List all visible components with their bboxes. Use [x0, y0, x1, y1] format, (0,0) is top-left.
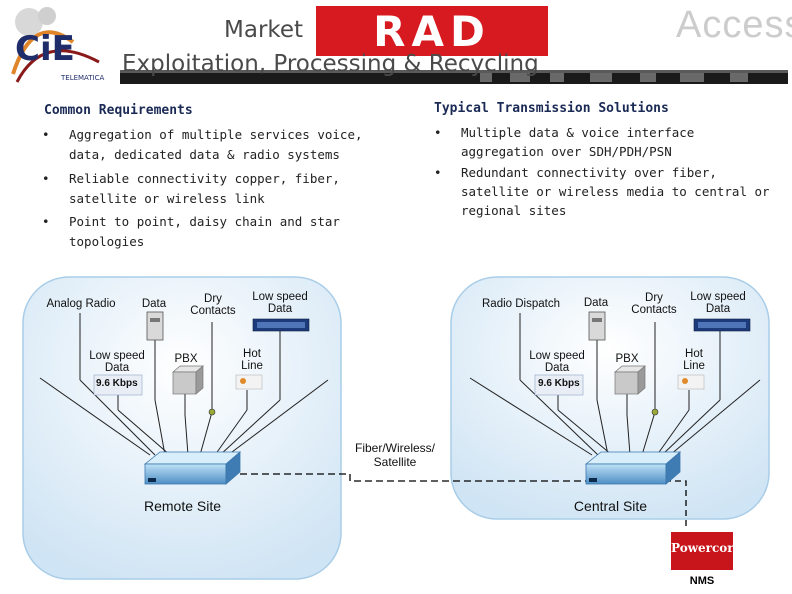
- central-low-speed-data-card-icon: [534, 374, 584, 396]
- cie-telematica-logo: CiE TELEMATICA: [3, 2, 111, 88]
- remote-pbx-icon: [172, 365, 204, 395]
- central-site-label: Central Site: [573, 498, 648, 514]
- central-pbx-label: PBX: [615, 353, 639, 365]
- access-watermark: Access: [676, 4, 792, 46]
- typical-solutions-title: Typical Transmission Solutions: [434, 101, 669, 116]
- remote-dry-contacts-label: Dry Contacts: [182, 293, 244, 317]
- central-low-speed-data-top-label: Low speed Data: [682, 291, 754, 315]
- left-bullet-1-line1: Aggregation of multiple services voice,: [69, 127, 363, 142]
- common-requirements-title: Common Requirements: [44, 103, 193, 118]
- remote-hot-line-line1: Hot: [243, 348, 261, 360]
- rad-logo: RAD: [220, 2, 550, 60]
- left-bullet-1: • Aggregation of multiple services voice…: [42, 125, 372, 165]
- remote-low-speed-data-card-icon: [93, 374, 143, 396]
- remote-dry-contact-node: [208, 408, 216, 416]
- left-bullet-2-line1: Reliable connectivity copper, fiber,: [69, 171, 340, 186]
- header-decorative-bar: [120, 70, 788, 84]
- remote-hot-line-line2: Line: [241, 360, 263, 372]
- left-bullet-2: • Reliable connectivity copper, fiber, s…: [42, 169, 372, 209]
- powercor-logo: [671, 532, 733, 570]
- central-data-terminal-icon: [588, 311, 606, 341]
- central-rate-label: 9.6 Kbps: [538, 378, 580, 389]
- left-bullet-3-line2: topologies: [69, 234, 145, 249]
- remote-pbx-label: PBX: [174, 353, 198, 365]
- remote-site-connections: [39, 313, 329, 456]
- link-medium-label: Fiber/Wireless/ Satellite: [340, 441, 450, 469]
- remote-low-speed-data-top-label: Low speed Data: [244, 291, 316, 315]
- nms-label: NMS: [689, 575, 715, 587]
- remote-site-area: [22, 276, 342, 580]
- svg-text:CiE: CiE: [15, 29, 75, 69]
- remote-low-speed-top-line1: Low speed: [252, 291, 308, 303]
- remote-low-speed-top-line2: Data: [267, 303, 293, 315]
- central-hot-line-line2: Line: [683, 360, 705, 372]
- right-bullet-1-line1: Multiple data & voice interface: [461, 125, 695, 140]
- page-title: Market Exploitation, Processing & Recycl…: [122, 16, 642, 78]
- remote-data-label: Data: [141, 298, 167, 310]
- central-dry-contacts-line2: Contacts: [631, 304, 677, 316]
- remote-data-terminal-icon: [146, 311, 164, 341]
- right-bullet-2-line2: satellite or wireless media to central o…: [461, 184, 770, 199]
- rad-logo-text: RAD: [373, 7, 491, 56]
- link-medium-line2: Satellite: [373, 455, 417, 469]
- remote-analog-radio-label: Analog Radio: [46, 298, 116, 310]
- remote-low-speed-left-line2: Data: [104, 362, 130, 374]
- left-bullet-1-line2: data, dedicated data & radio systems: [69, 147, 340, 162]
- central-low-speed-top-line1: Low speed: [690, 291, 746, 303]
- remote-dry-contacts-line2: Contacts: [190, 305, 236, 317]
- central-dry-contacts-label: Dry Contacts: [624, 292, 684, 316]
- remote-site-label: Remote Site: [143, 498, 222, 514]
- right-bullet-1: • Multiple data & voice interface aggreg…: [434, 123, 774, 161]
- left-bullet-3: • Point to point, daisy chain and star t…: [42, 212, 372, 252]
- page-title-line1: Market: [224, 17, 304, 43]
- remote-low-speed-data-left-label: Low speed Data: [82, 350, 152, 374]
- right-bullet-1-line2: aggregation over SDH/PDH/PSN: [461, 144, 672, 159]
- powercor-logo-text: Powercor: [671, 541, 734, 555]
- inter-site-link: [240, 473, 597, 482]
- central-dry-contact-node: [651, 408, 659, 416]
- remote-dry-contacts-line1: Dry: [204, 293, 222, 305]
- right-bullet-2-line1: Redundant connectivity over fiber,: [461, 165, 717, 180]
- central-low-speed-data-modem-icon: [693, 318, 751, 332]
- remote-multiplexer-icon: [143, 451, 242, 485]
- central-pbx-icon: [614, 365, 646, 395]
- cie-logo-label: TELEMATICA: [60, 74, 105, 82]
- central-hot-line-label: Hot Line: [674, 348, 714, 372]
- central-low-speed-data-left-label: Low speed Data: [522, 350, 592, 374]
- central-low-speed-left-line1: Low speed: [529, 350, 585, 362]
- left-bullet-3-line1: Point to point, daisy chain and star: [69, 214, 340, 229]
- remote-low-speed-left-line1: Low speed: [89, 350, 145, 362]
- central-site-connections: [469, 313, 761, 456]
- page-title-line2: Exploitation, Processing & Recycling: [122, 51, 539, 77]
- central-site-area: [450, 276, 770, 520]
- right-bullet-2-line3: regional sites: [461, 203, 567, 218]
- remote-low-speed-data-modem-icon: [252, 318, 310, 332]
- central-radio-dispatch-label: Radio Dispatch: [482, 298, 560, 310]
- remote-hot-line-card-icon: [235, 374, 263, 390]
- central-hot-line-card-icon: [677, 374, 705, 390]
- central-low-speed-left-line2: Data: [544, 362, 570, 374]
- left-bullet-2-line2: satellite or wireless link: [69, 191, 265, 206]
- link-medium-line1: Fiber/Wireless/: [354, 441, 435, 455]
- remote-rate-label: 9.6 Kbps: [96, 378, 138, 389]
- central-hot-line-line1: Hot: [685, 348, 703, 360]
- right-bullet-2: • Redundant connectivity over fiber, sat…: [434, 163, 774, 220]
- central-data-label: Data: [583, 297, 609, 309]
- central-multiplexer-icon: [584, 451, 682, 485]
- central-dry-contacts-line1: Dry: [645, 292, 663, 304]
- central-low-speed-top-line2: Data: [705, 303, 731, 315]
- remote-hot-line-label: Hot Line: [232, 348, 272, 372]
- nms-link: [635, 480, 687, 530]
